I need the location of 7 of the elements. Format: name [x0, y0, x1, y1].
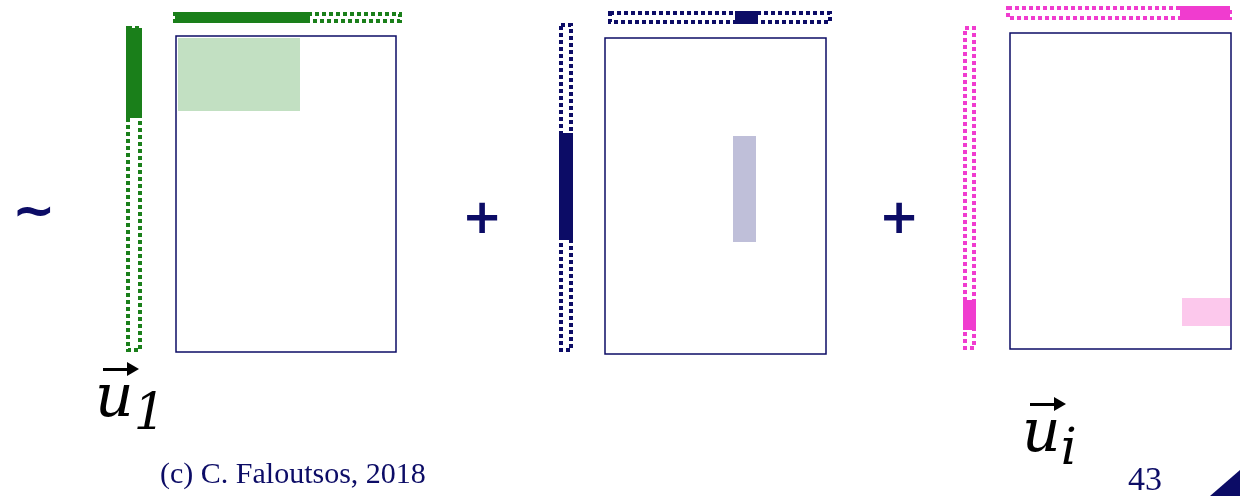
plus-sign: +: [462, 188, 503, 244]
plus-sign: +: [879, 188, 920, 244]
copyright-note: (c) C. Faloutsos, 2018: [160, 456, 426, 490]
approx-sign: ~: [12, 180, 56, 240]
vector-label: u$_{i}$: [1022, 395, 1077, 476]
page-number: 43: [1128, 460, 1162, 496]
vector-label: u$_{1}$: [95, 360, 166, 441]
